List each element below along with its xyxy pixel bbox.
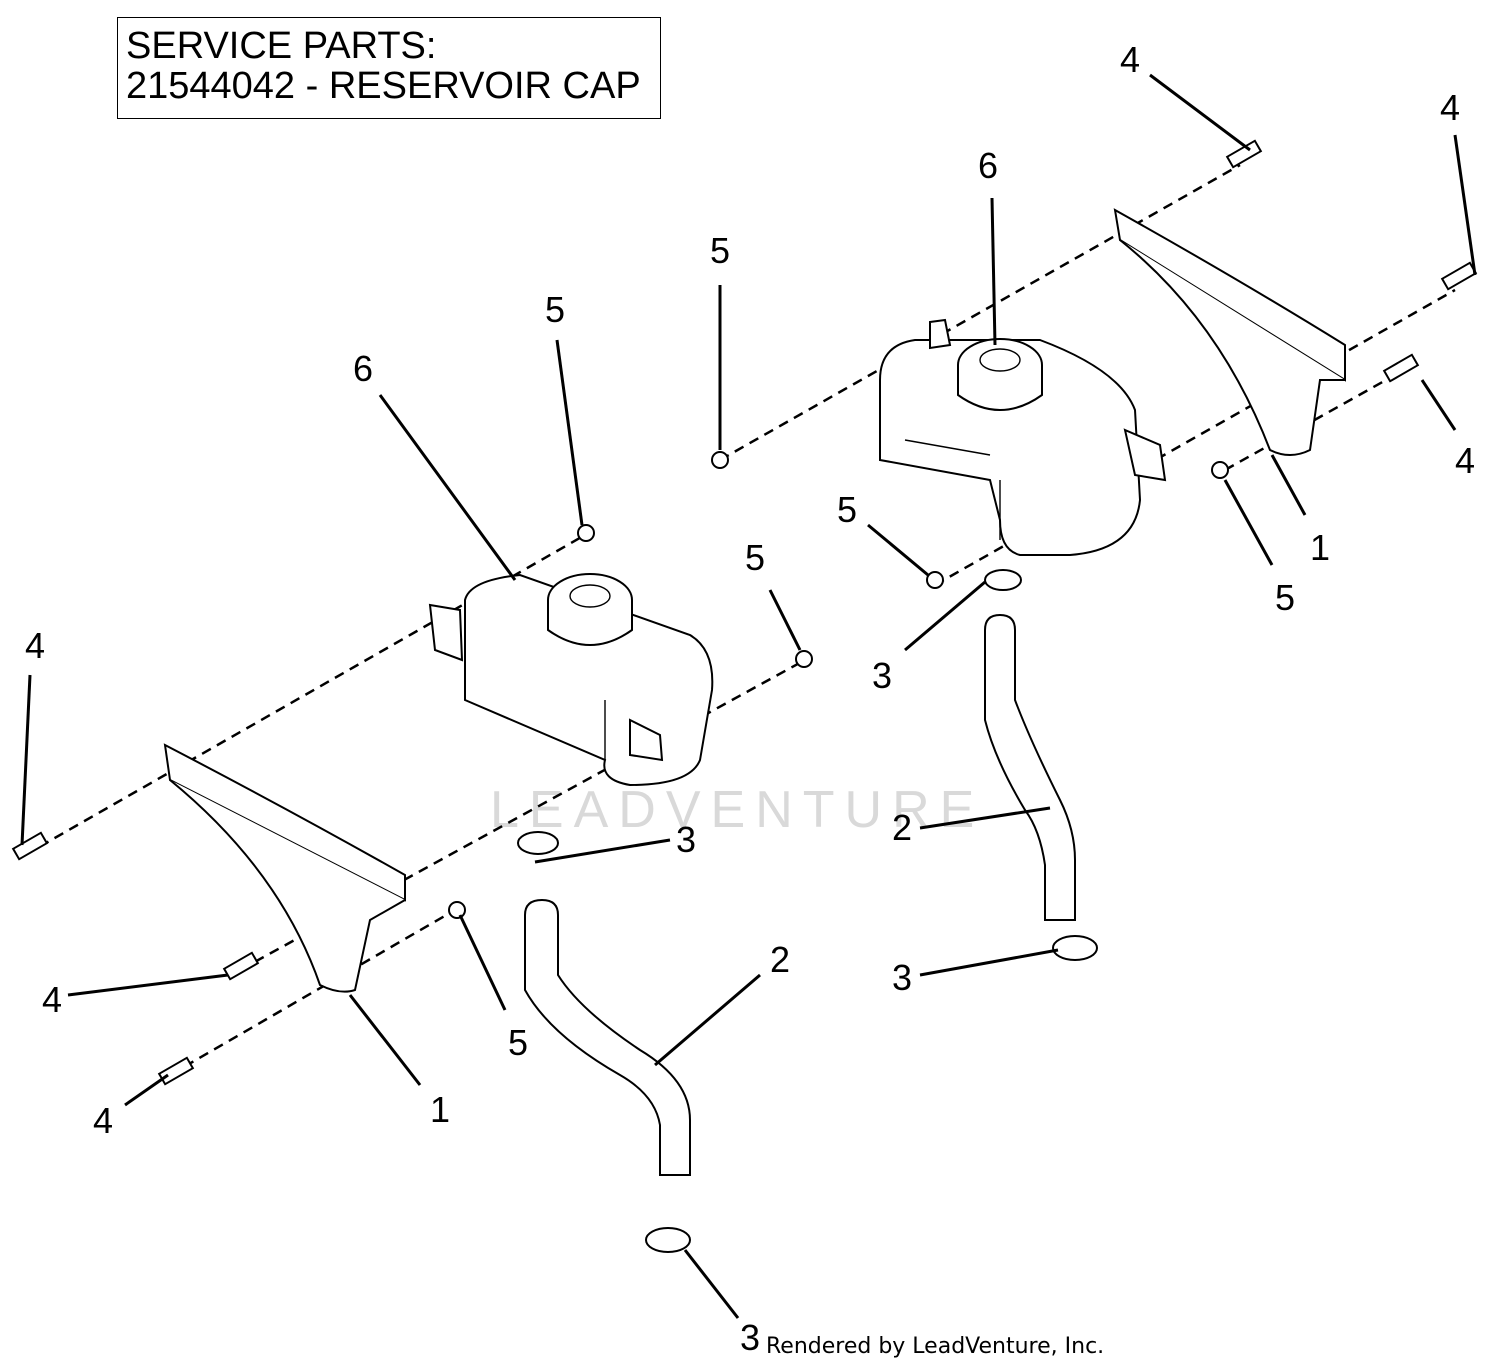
service-parts-line: 21544042 - RESERVOIR CAP <box>126 65 641 107</box>
rendered-by-footer: Rendered by LeadVenture, Inc. <box>766 1334 1105 1359</box>
right-mounting-bracket <box>1113 208 1346 456</box>
callout-3: 3 <box>740 1317 760 1358</box>
leader-lines <box>20 73 1477 1319</box>
left-hose-clamps <box>517 831 691 1253</box>
callout-4: 4 <box>1120 39 1140 80</box>
callout-5: 5 <box>710 230 730 271</box>
callout-1: 1 <box>430 1089 450 1130</box>
nuts <box>448 451 1229 919</box>
service-parts-box: SERVICE PARTS: 21544042 - RESERVOIR CAP <box>117 17 661 119</box>
right-hose <box>984 613 1076 921</box>
left-reservoir-cap <box>547 573 633 646</box>
callout-4: 4 <box>93 1100 113 1141</box>
callout-4: 4 <box>25 625 45 666</box>
callout-2: 2 <box>892 807 912 848</box>
left-reservoir-tank <box>428 573 714 787</box>
left-hose <box>524 898 691 1176</box>
callout-5: 5 <box>1275 577 1295 618</box>
watermark-text: LEADVENTURE <box>490 781 985 839</box>
callout-4: 4 <box>42 979 62 1020</box>
callout-6: 6 <box>978 145 998 186</box>
callout-3: 3 <box>892 957 912 998</box>
callout-5: 5 <box>545 289 565 330</box>
callout-4: 4 <box>1440 87 1460 128</box>
service-parts-title: SERVICE PARTS: <box>126 25 437 67</box>
callout-5: 5 <box>837 489 857 530</box>
callout-labels: 4 4 6 5 5 6 4 1 5 5 5 3 4 3 2 3 2 4 5 4 … <box>25 39 1475 1358</box>
right-hose-clamps <box>984 569 1098 961</box>
callout-2: 2 <box>770 939 790 980</box>
right-reservoir-tank <box>879 318 1167 556</box>
callout-6: 6 <box>353 348 373 389</box>
callout-3: 3 <box>872 655 892 696</box>
callout-3: 3 <box>676 819 696 860</box>
callout-5: 5 <box>745 537 765 578</box>
left-mounting-bracket <box>163 743 406 993</box>
callout-4: 4 <box>1455 440 1475 481</box>
callout-5: 5 <box>508 1022 528 1063</box>
callout-1: 1 <box>1310 527 1330 568</box>
right-reservoir-cap <box>957 338 1043 411</box>
bolts <box>11 139 1478 1086</box>
